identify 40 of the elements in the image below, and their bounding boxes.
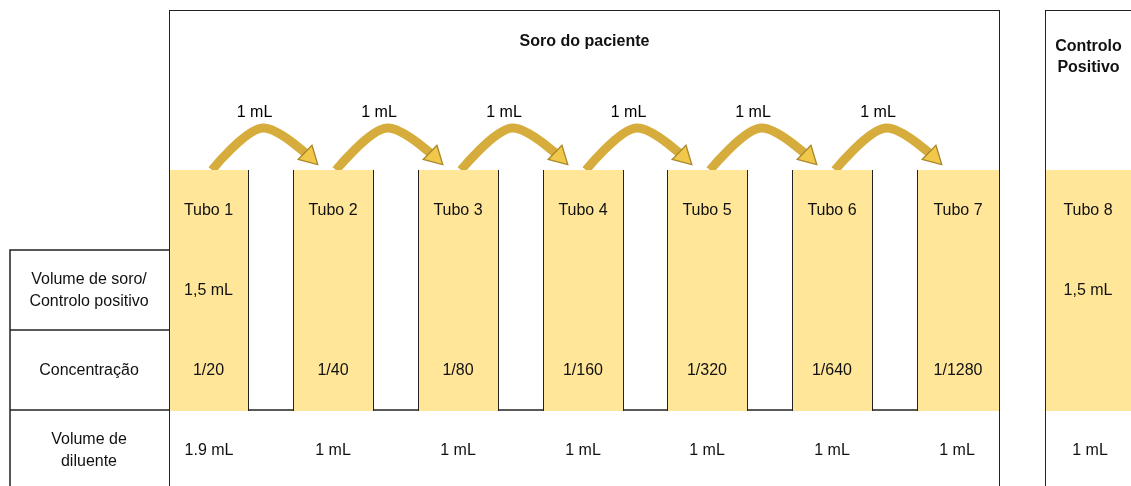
tube-label: Tubo 7 bbox=[932, 199, 984, 220]
tube-column bbox=[666, 169, 748, 411]
value-text: 1,5 mL bbox=[183, 279, 234, 300]
value-text: 1/320 bbox=[685, 359, 728, 380]
tube-label: Tubo 2 bbox=[307, 199, 359, 220]
tube-column bbox=[417, 169, 499, 411]
tube-label: Tubo 4 bbox=[557, 199, 609, 220]
panel-title: Controlo Positivo bbox=[1054, 36, 1123, 77]
tube-label: Tubo 5 bbox=[681, 199, 733, 220]
row-header: Volume de diluente bbox=[50, 429, 128, 471]
tube-column bbox=[168, 169, 249, 411]
tube-label: Tubo 6 bbox=[806, 199, 858, 220]
table-value: 1 mL bbox=[814, 440, 850, 461]
table-value: 1.9 mL bbox=[184, 440, 234, 461]
tube-column bbox=[791, 169, 873, 411]
tube-column bbox=[916, 169, 1000, 411]
tube-label: Tubo 1 bbox=[182, 199, 235, 220]
row-header: Concentração bbox=[38, 360, 140, 381]
table-value: 1 mL bbox=[689, 440, 725, 461]
tube-label: Tubo 8 bbox=[1062, 199, 1114, 220]
tube-column bbox=[542, 169, 624, 411]
tube-column bbox=[292, 169, 374, 411]
value-text: 1/640 bbox=[810, 359, 853, 380]
value-text: 1/40 bbox=[316, 359, 350, 380]
tube-column bbox=[1044, 169, 1131, 411]
table-value: 1 mL bbox=[1072, 440, 1108, 461]
table-value: 1 mL bbox=[440, 440, 476, 461]
value-text: 1/80 bbox=[441, 359, 475, 380]
row-header: Volume de soro/ Controlo positivo bbox=[28, 269, 150, 311]
group-panel bbox=[1045, 10, 1131, 486]
group-panel bbox=[169, 10, 1000, 486]
table-value: 1 mL bbox=[315, 440, 351, 461]
value-text: 1,5 mL bbox=[1062, 279, 1114, 300]
value-text: 1/160 bbox=[561, 359, 604, 380]
value-text: 1/20 bbox=[191, 359, 226, 380]
table-value: 1 mL bbox=[565, 440, 601, 461]
panel-title: Soro do paciente bbox=[518, 30, 651, 51]
tube-label: Tubo 3 bbox=[432, 199, 484, 220]
table-value: 1 mL bbox=[939, 440, 975, 461]
value-text: 1/1280 bbox=[932, 359, 984, 380]
